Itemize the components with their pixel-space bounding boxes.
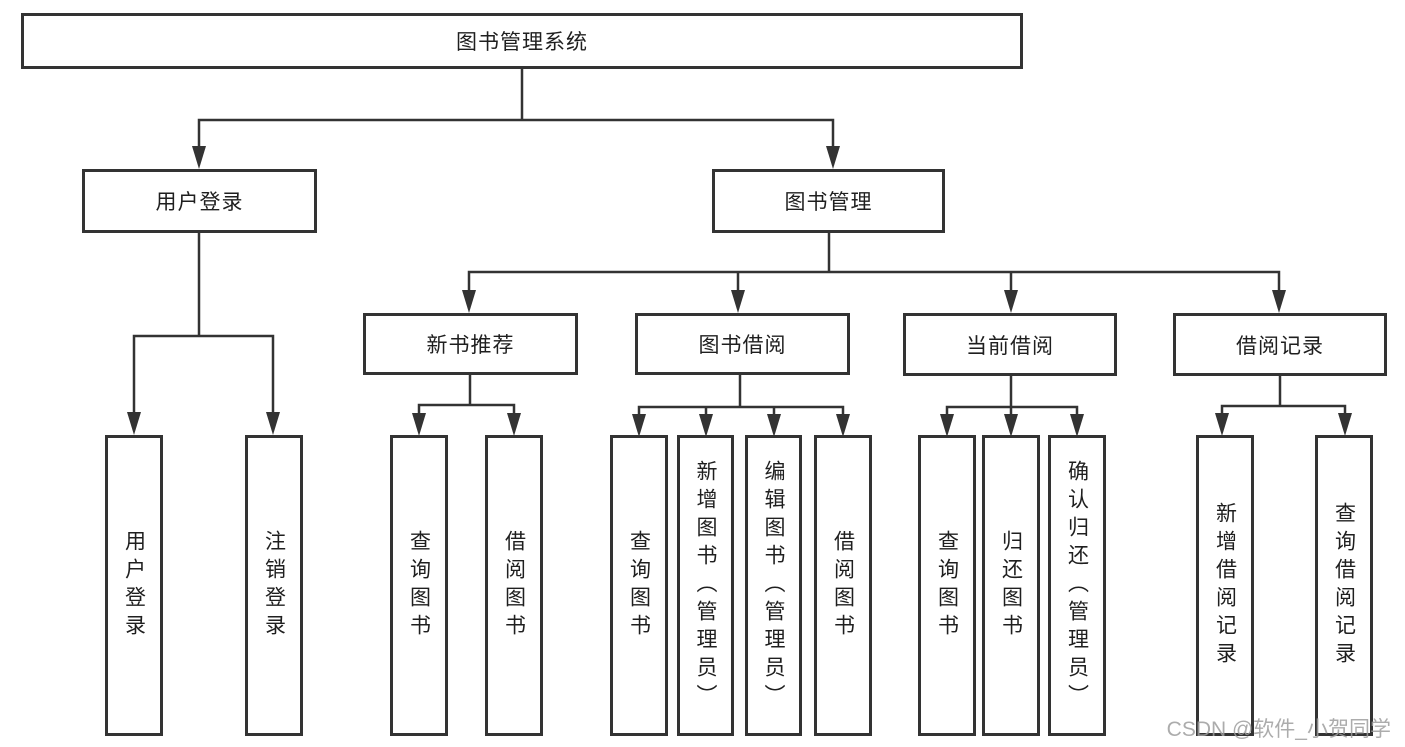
leaf-return-books: 归还图书 xyxy=(982,435,1040,736)
node-current-borrow-label: 当前借阅 xyxy=(966,334,1054,358)
node-root: 图书管理系统 xyxy=(21,13,1023,69)
leaf-add-borrow-record: 新增借阅记录 xyxy=(1196,435,1254,736)
node-book-management-branch-label: 图书管理 xyxy=(784,191,873,214)
leaf-borrow-books: 借阅图书 xyxy=(814,435,872,736)
leaf-query-books-recommend-label: 查询图书 xyxy=(407,529,431,642)
arrowheads xyxy=(127,146,1352,437)
node-user-login-branch-label: 用户登录 xyxy=(155,191,244,214)
leaf-query-books-borrow-label: 查询图书 xyxy=(627,529,651,642)
leaf-query-books-recommend: 查询图书 xyxy=(390,435,448,736)
leaf-borrow-books-recommend: 借阅图书 xyxy=(485,435,543,736)
node-user-login-branch: 用户登录 xyxy=(82,169,317,233)
leaf-query-books-current: 查询图书 xyxy=(918,435,976,736)
node-book-management-branch: 图书管理 xyxy=(712,169,945,233)
leaf-borrow-books-recommend-label: 借阅图书 xyxy=(502,529,526,642)
leaf-user-login: 用户登录 xyxy=(105,435,163,736)
leaf-edit-books-admin-label: 编辑图书（管理员） xyxy=(762,459,786,712)
connector-strokes xyxy=(132,69,1347,415)
node-current-borrow: 当前借阅 xyxy=(903,313,1117,376)
leaf-user-login-label: 用户登录 xyxy=(122,529,146,642)
node-book-borrow: 图书借阅 xyxy=(635,313,850,375)
node-book-borrow-label: 图书借阅 xyxy=(698,334,787,357)
leaf-query-books-current-label: 查询图书 xyxy=(935,529,959,642)
leaf-query-books-borrow: 查询图书 xyxy=(610,435,668,736)
node-root-label: 图书管理系统 xyxy=(456,31,588,54)
leaf-logout: 注销登录 xyxy=(245,435,303,736)
leaf-borrow-books-label: 借阅图书 xyxy=(831,529,855,642)
node-new-book-recommend: 新书推荐 xyxy=(363,313,578,375)
leaf-confirm-return-admin-label: 确认归还（管理员） xyxy=(1065,459,1089,712)
leaf-add-borrow-record-label: 新增借阅记录 xyxy=(1213,501,1237,670)
leaf-add-books-admin: 新增图书（管理员） xyxy=(677,435,734,736)
leaf-confirm-return-admin: 确认归还（管理员） xyxy=(1048,435,1106,736)
node-borrow-records: 借阅记录 xyxy=(1173,313,1387,376)
leaf-edit-books-admin: 编辑图书（管理员） xyxy=(745,435,802,736)
leaf-add-books-admin-label: 新增图书（管理员） xyxy=(694,459,718,712)
leaf-query-borrow-record-label: 查询借阅记录 xyxy=(1332,501,1356,670)
leaf-logout-label: 注销登录 xyxy=(262,529,286,642)
node-borrow-records-label: 借阅记录 xyxy=(1236,334,1324,358)
leaf-query-borrow-record: 查询借阅记录 xyxy=(1315,435,1373,736)
node-new-book-recommend-label: 新书推荐 xyxy=(426,334,515,357)
leaf-return-books-label: 归还图书 xyxy=(999,529,1023,642)
